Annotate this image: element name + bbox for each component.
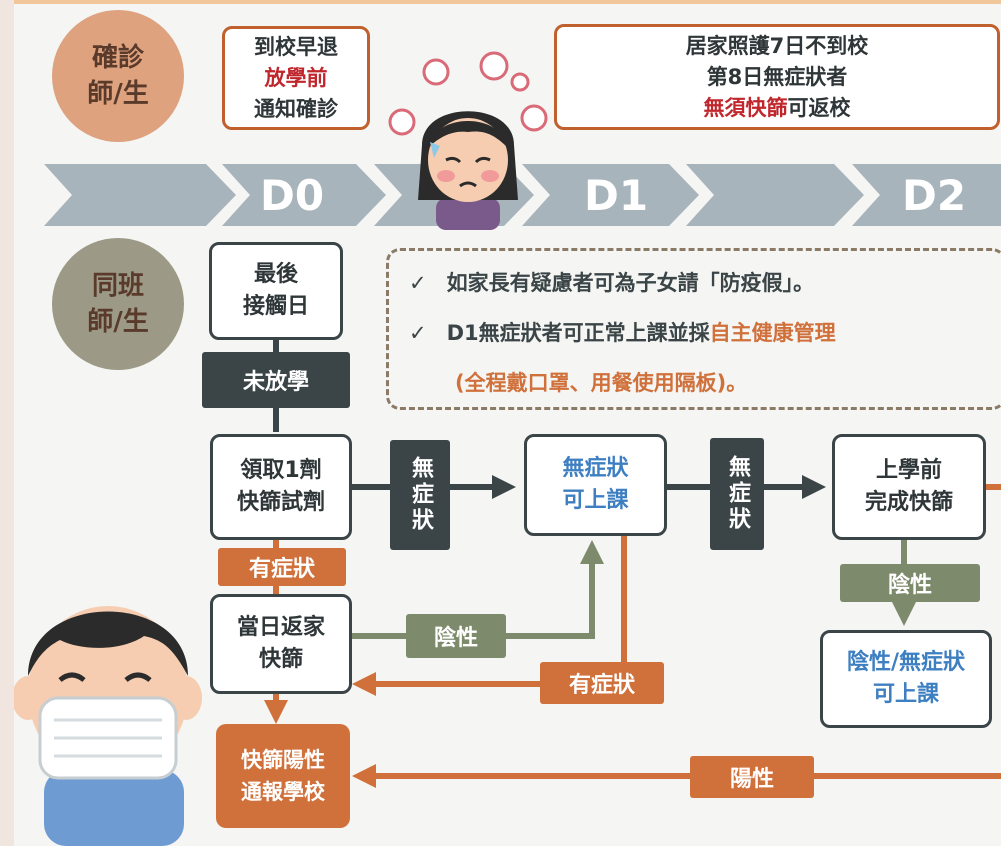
no-symptom-label-1: 無症狀 [390, 440, 450, 550]
home-test-line1: 當日返家 [236, 615, 325, 640]
notice-box: 到校早退 放學前 通知確診 [222, 26, 370, 130]
no-symptom-class-box: 無症狀 可上課 [524, 434, 667, 536]
pre-school-line1: 上學前 [875, 458, 942, 483]
notice-line2: 放學前 [264, 65, 328, 90]
home-care-line2: 第8日無症狀者 [706, 64, 848, 89]
classmate-circle-line2: 師/生 [87, 307, 149, 337]
has-symptom-label-2: 有症狀 [540, 662, 664, 704]
timeline-d0: D0 [260, 171, 324, 220]
home-care-line3-red: 無須快篩 [703, 95, 788, 120]
no-symptom-label-2: 無症狀 [710, 438, 764, 550]
check-icon: ✓ [409, 321, 427, 345]
home-test-box: 當日返家 快篩 [210, 594, 352, 694]
negative-class-line2: 可上課 [872, 682, 939, 707]
boy-hair [28, 611, 188, 676]
note-row-3: (全程戴口罩、用餐使用隔板)。 [455, 367, 747, 397]
positive-report-line1: 快篩陽性 [241, 748, 325, 772]
negative-label-1: 陰性 [406, 614, 506, 658]
not-dismissed-label: 未放學 [202, 352, 350, 408]
pre-school-test-box: 上學前 完成快篩 [832, 434, 986, 540]
collect-kit-line2: 快篩試劑 [236, 490, 325, 515]
top-border-line [14, 0, 1001, 4]
last-contact-box: 最後 接觸日 [209, 242, 343, 340]
last-contact-line1: 最後 [253, 262, 298, 287]
chevron-4 [522, 164, 699, 226]
timeline-d1: D1 [584, 171, 648, 220]
girl-bangs [428, 121, 508, 148]
notice-line3: 通知確診 [254, 96, 338, 121]
chevron-6 [852, 164, 1001, 226]
has-symptom-label: 有症狀 [218, 548, 346, 586]
note-row-2: ✓ D1無症狀者可正常上課並採自主健康管理 [409, 317, 836, 347]
pre-school-line2: 完成快篩 [864, 490, 953, 515]
no-symptom-class-line2: 可上課 [562, 488, 629, 513]
negative-class-line1: 陰性/無症狀 [846, 650, 966, 675]
positive-report-box: 快篩陽性 通報學校 [216, 724, 350, 828]
notice-line1: 到校早退 [254, 34, 338, 59]
confirmed-circle-line1: 確診 [91, 43, 144, 73]
home-care-line3-rest: 可返校 [787, 95, 851, 120]
note-row-1: ✓ 如家長有疑慮者可為子女請「防疫假」。 [409, 267, 814, 297]
timeline-chevrons: D0 D1 D2 [44, 164, 1001, 226]
positive-label: 陽性 [690, 756, 814, 798]
note-2-prefix: D1無症狀者可正常上課並採 [446, 321, 710, 345]
note-2-red: 自主健康管理 [709, 321, 836, 345]
girl-body [436, 198, 500, 230]
note-3-text: (全程戴口罩、用餐使用隔板)。 [455, 371, 748, 395]
note-1-text: 如家長有疑慮者可為子女請「防疫假」。 [446, 271, 815, 295]
steam-puffs [388, 51, 548, 136]
home-care-line3: 無須快篩可返校 [704, 93, 851, 124]
classmate-circle: 同班 師/生 [52, 238, 184, 370]
negative-class-box: 陰性/無症狀 可上課 [820, 630, 992, 728]
home-care-box: 居家照護7日不到校 第8日無症狀者 無須快篩可返校 [554, 24, 1000, 130]
positive-report-line2: 通報學校 [241, 780, 325, 804]
confirmed-circle: 確診 師/生 [52, 10, 184, 142]
collect-kit-line1: 領取1劑 [240, 458, 322, 483]
home-test-line2: 快篩 [258, 647, 303, 672]
collect-kit-box: 領取1劑 快篩試劑 [210, 434, 352, 540]
negative-label-2: 陰性 [840, 564, 980, 602]
chevron-1 [44, 164, 236, 226]
boy-body [44, 770, 184, 846]
no-symptom-class-line1: 無症狀 [562, 456, 629, 481]
sick-girl-illustration [388, 51, 548, 230]
notes-box: ✓ 如家長有疑慮者可為子女請「防疫假」。 ✓ D1無症狀者可正常上課並採自主健康管理… [386, 248, 1001, 410]
flowchart: 確診 師/生 到校早退 放學前 通知確診 居家照護7日不到校 第8日無症狀者 無… [14, 0, 1001, 846]
confirmed-circle-line2: 師/生 [87, 79, 149, 109]
chevron-2 [222, 164, 386, 226]
home-care-line1: 居家照護7日不到校 [685, 33, 869, 58]
timeline-d2: D2 [902, 171, 966, 220]
last-contact-line2: 接觸日 [242, 294, 309, 319]
chevron-5 [686, 164, 864, 226]
check-icon: ✓ [409, 271, 427, 295]
classmate-circle-line1: 同班 [91, 271, 144, 301]
masked-boy-illustration [14, 606, 202, 846]
